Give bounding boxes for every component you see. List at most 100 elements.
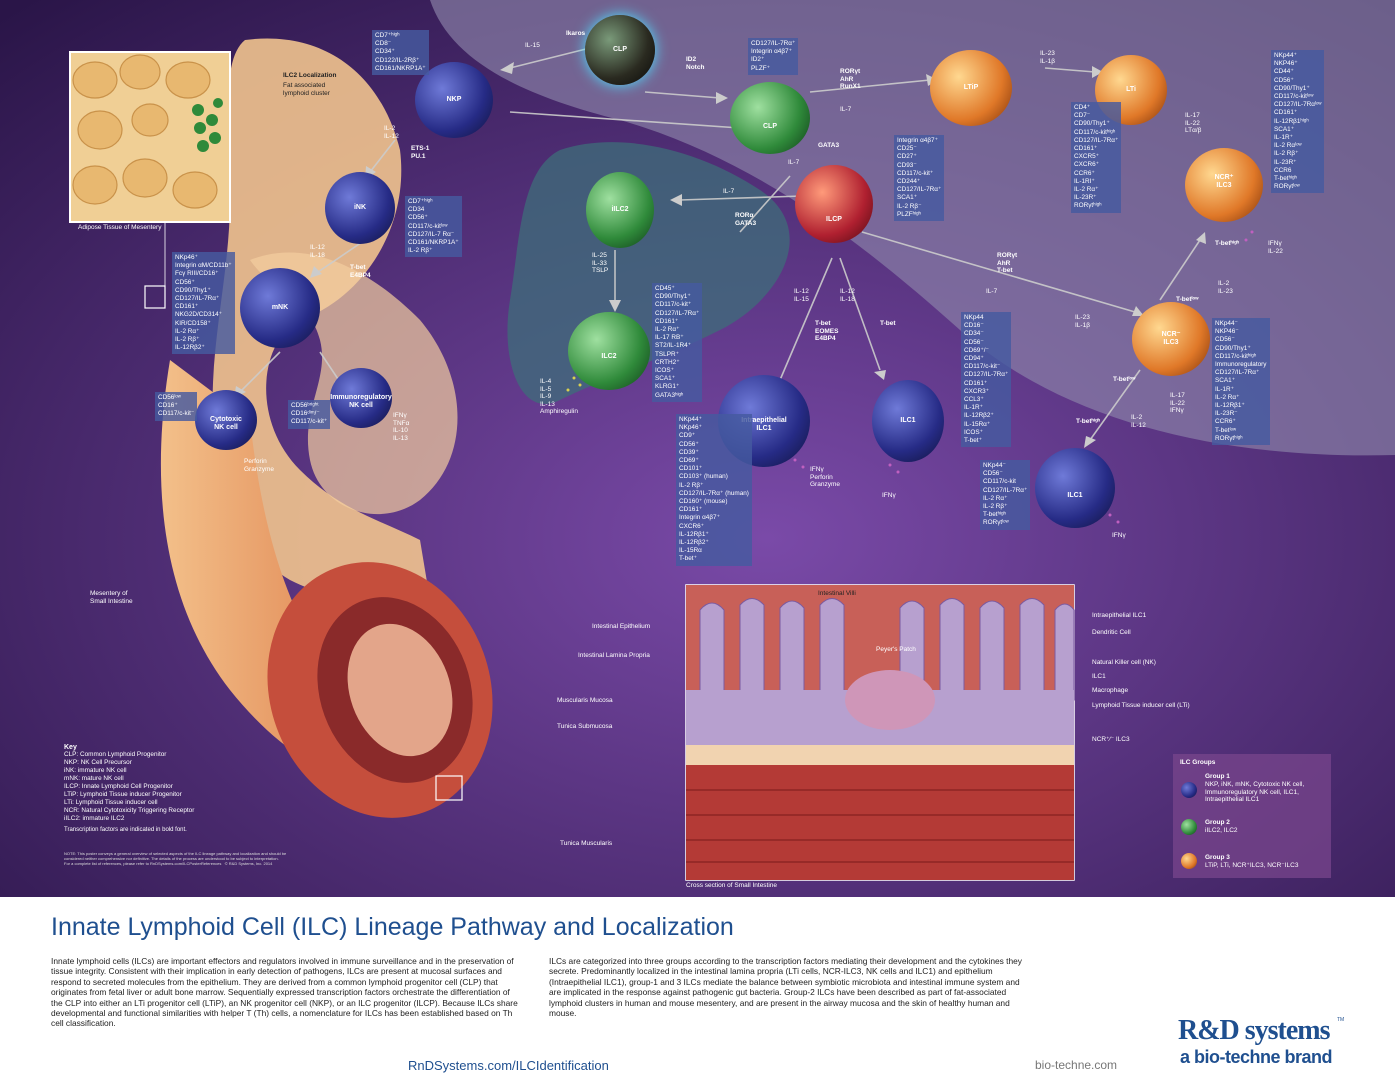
key-fineprint: NOTE: This poster conveys a general over… (64, 851, 287, 866)
markers-ilcp: Integrin α4β7⁺ CD25⁻ CD27⁺ CD93⁻ CD117/c… (894, 135, 945, 222)
markers-ncr-neg: NKp44⁻ NKP46⁻ CD56⁻ CD90/Thy1⁺ CD117/c-k… (1212, 318, 1270, 446)
label-id2: ID2 Notch (686, 56, 705, 71)
label-tbet-mid: T-bet (880, 320, 896, 327)
cell-ncr-pos-ilc3: NCR⁺ ILC3 (1185, 148, 1263, 222)
poster-illustration: CLP CLP NKP iNK mNK Cytotoxic NK cell Im… (0, 0, 1395, 897)
intro-column-1: Innate lymphoid cells (ILCs) are importa… (51, 956, 518, 1029)
label-tbet-hi2: T-betʰᴵᵍʰ (1076, 418, 1101, 425)
key-note: Transcription factors are indicated in b… (64, 827, 187, 833)
label-gata3: GATA3 (818, 142, 840, 149)
label-mesentery: Mesentery of Small Intestine (90, 590, 133, 605)
label-lamina: Intestinal Lamina Propria (578, 652, 650, 659)
label-r-ie: Intraepithelial ILC1 (1092, 612, 1147, 619)
label-ikaros: Ikaros (566, 30, 586, 37)
label-r-mac: Macrophage (1092, 687, 1129, 694)
cell-cytotoxic-nk: Cytotoxic NK cell (195, 390, 257, 450)
label-fat-cluster: Fat associated lymphoid cluster (283, 82, 330, 97)
background-art (0, 0, 1395, 897)
label-il12-15: IL-12 IL-15 (794, 288, 809, 303)
markers-ink: CD7⁺ʰᴵᵍʰ CD34 CD56⁺ CD117/c-kitˡᵒʷ CD127… (405, 196, 462, 258)
markers-mnk: NKp46⁺ Integrin αM/CD11b⁺ Fcγ RIII/CD16⁺… (172, 252, 235, 355)
footer: Innate Lymphoid Cell (ILC) Lineage Pathw… (0, 897, 1395, 1080)
cell-ilcp: ILCP (795, 165, 873, 243)
label-il7-a: IL-7 (840, 106, 852, 113)
key-item: ILCP: Innate Lymphoid Cell Progenitor (64, 783, 173, 790)
label-r-dc: Dendritic Cell (1092, 629, 1131, 636)
label-ifng-ncr: IFNγ IL-22 (1268, 240, 1283, 255)
cell-ltip: LTiP (930, 50, 1012, 126)
label-cross-section: Cross section of Small Intestine (686, 882, 778, 889)
label-ilc2-localization: ILC2 Localization (283, 72, 337, 79)
markers-lti: CD4⁺ CD7⁻ CD90/Thy1⁺ CD117/c-kitʰᴵᵍʰ CD1… (1071, 102, 1122, 213)
groups-title: ILC Groups (1180, 759, 1216, 766)
label-muscularis: Tunica Muscularis (560, 840, 613, 847)
page-title: Innate Lymphoid Cell (ILC) Lineage Pathw… (51, 913, 734, 941)
label-ror-top: RORγt AhR RunX1 (840, 68, 861, 90)
key-item: NKP: NK Cell Precursor (64, 759, 132, 766)
markers-clp: CD127/IL-7Rα⁺ Integrin α4β7⁺ ID2⁺ PLZF⁺ (748, 38, 799, 75)
cell-ncr-neg-ilc3: NCR⁻ ILC3 (1132, 302, 1210, 376)
biotechne-link[interactable]: bio-techne.com (1035, 1058, 1118, 1072)
label-r-lti: Lymphoid Tissue inducer cell (LTi) (1092, 702, 1190, 709)
label-ets1: ETS-1 PU.1 (411, 145, 430, 160)
ilc-groups-legend: ILC Groups Group 1 NKP, iNK, mNK, Cytoto… (1173, 754, 1331, 878)
key-item: LTi: Lymphoid Tissue inducer cell (64, 799, 158, 806)
label-il7-c: IL-7 (723, 188, 735, 195)
biotechne-brand-tagline: a bio-techne brand (1180, 1047, 1333, 1067)
markers-ilc2: CD45⁺ CD90/Thy1⁺ CD117/c-kit⁺ CD127/IL-7… (652, 283, 703, 402)
group2-swatch (1181, 819, 1197, 835)
group1-desc: NKP, iNK, mNK, Cytotoxic NK cell, Immuno… (1205, 781, 1305, 803)
logo-trademark: TM (1337, 1017, 1345, 1023)
group1-label: Group 1 (1205, 773, 1230, 780)
group3-label: Group 3 (1205, 854, 1230, 861)
key-item: CLP: Common Lymphoid Progenitor (64, 751, 167, 758)
label-ifng-b: IFNγ (1112, 532, 1126, 539)
label-il12-18-a: IL-12 IL-18 (310, 244, 325, 259)
label-villi: Intestinal Villi (818, 590, 856, 597)
key-item: NCR: Natural Cytotoxicity Triggering Rec… (64, 807, 195, 814)
markers-nkp: CD7⁺ʰᴵᵍʰ CD8⁻ CD34⁺ CD122/IL-2Rβ⁺ CD161/… (372, 30, 429, 76)
markers-ilc1-mid: NKp44 CD16⁻ CD34⁻ CD56⁻ CD69⁺/⁻ CD94⁺ CD… (961, 312, 1012, 448)
cell-iilc2: iILC2 (586, 172, 654, 248)
markers-ncr-pos: NKp44⁺ NKP46⁺ CD44⁺ CD56⁺ CD90/Thy1⁺ CD1… (1271, 50, 1325, 194)
label-il25: IL-25 IL-33 TSLP (592, 252, 609, 274)
label-perforin: Perforin Granzyme (244, 458, 274, 473)
label-il23: IL-23 IL-1β (1040, 50, 1055, 65)
cell-clp: CLP (730, 82, 810, 154)
cell-ilc2: ILC2 (568, 312, 650, 390)
label-muscularis-mucosa: Muscularis Mucosa (557, 697, 613, 704)
label-nk-out: IFNγ TNFα IL-10 IL-13 (393, 412, 410, 442)
label-epithelium: Intestinal Epithelium (592, 623, 651, 630)
key-item: mNK: mature NK cell (64, 775, 124, 782)
key-item: LTiP: Lymphoid Tissue inducer Progenitor (64, 791, 182, 798)
label-r-nk: Natural Killer cell (NK) (1092, 659, 1156, 666)
cell-ilc1-mid: ILC1 (872, 380, 944, 462)
markers-ilc1-right: NKp44⁻ CD56⁻ CD117/c-kit CD127/IL-7Rα⁺ I… (980, 460, 1031, 530)
group3-desc: LTiP, LTi, NCR⁺ILC3, NCR⁻ILC3 (1205, 862, 1299, 869)
website-link[interactable]: RnDSystems.com/ILCIdentification (408, 1058, 609, 1073)
label-lti-out: IL-17 IL-22 LTα/β (1185, 112, 1202, 134)
label-tbet-eomes: T-bet EOMES E4BP4 (815, 320, 839, 342)
cell-mnk: mNK (240, 268, 320, 348)
label-il7-d: IL-7 (986, 288, 998, 295)
key-item: iILC2: immature ILC2 (64, 815, 125, 822)
cell-ink: iNK (325, 172, 395, 244)
label-il2-12: IL-2 IL-12 (384, 125, 399, 140)
label-ror-ahr: RORγt AhR T-bet (997, 252, 1018, 274)
label-il15: IL-15 (525, 42, 540, 49)
label-peyers-patch: Peyer's Patch (876, 646, 916, 653)
label-ie-out: IFNγ Perforin Granzyme (810, 466, 840, 488)
group2-label: Group 2 (1205, 819, 1230, 826)
markers-immunoregulatory: CD56ᵇʳᴵᵍʰᵗ CD16ᵈᴵᵐ/⁻ CD117/c-kit⁺ (288, 400, 331, 429)
group1-swatch (1181, 782, 1197, 798)
label-submucosa: Tunica Submucosa (557, 723, 613, 730)
markers-intraepithelial-ilc1: NKp44⁺ NKp46⁺ CD9⁺ CD56⁺ CD39⁺ CD69⁺ CD1… (676, 414, 752, 566)
label-tbet-hi: T-betʰᴵᵍʰ (1215, 240, 1240, 247)
group3-swatch (1181, 853, 1197, 869)
label-il23-b: IL-23 IL-1β (1075, 314, 1090, 329)
label-il12-18-b: IL-12 IL-18 (840, 288, 855, 303)
label-r-ilc1: ILC1 (1092, 673, 1106, 680)
rd-systems-logo: R&D systems (1178, 1015, 1331, 1046)
